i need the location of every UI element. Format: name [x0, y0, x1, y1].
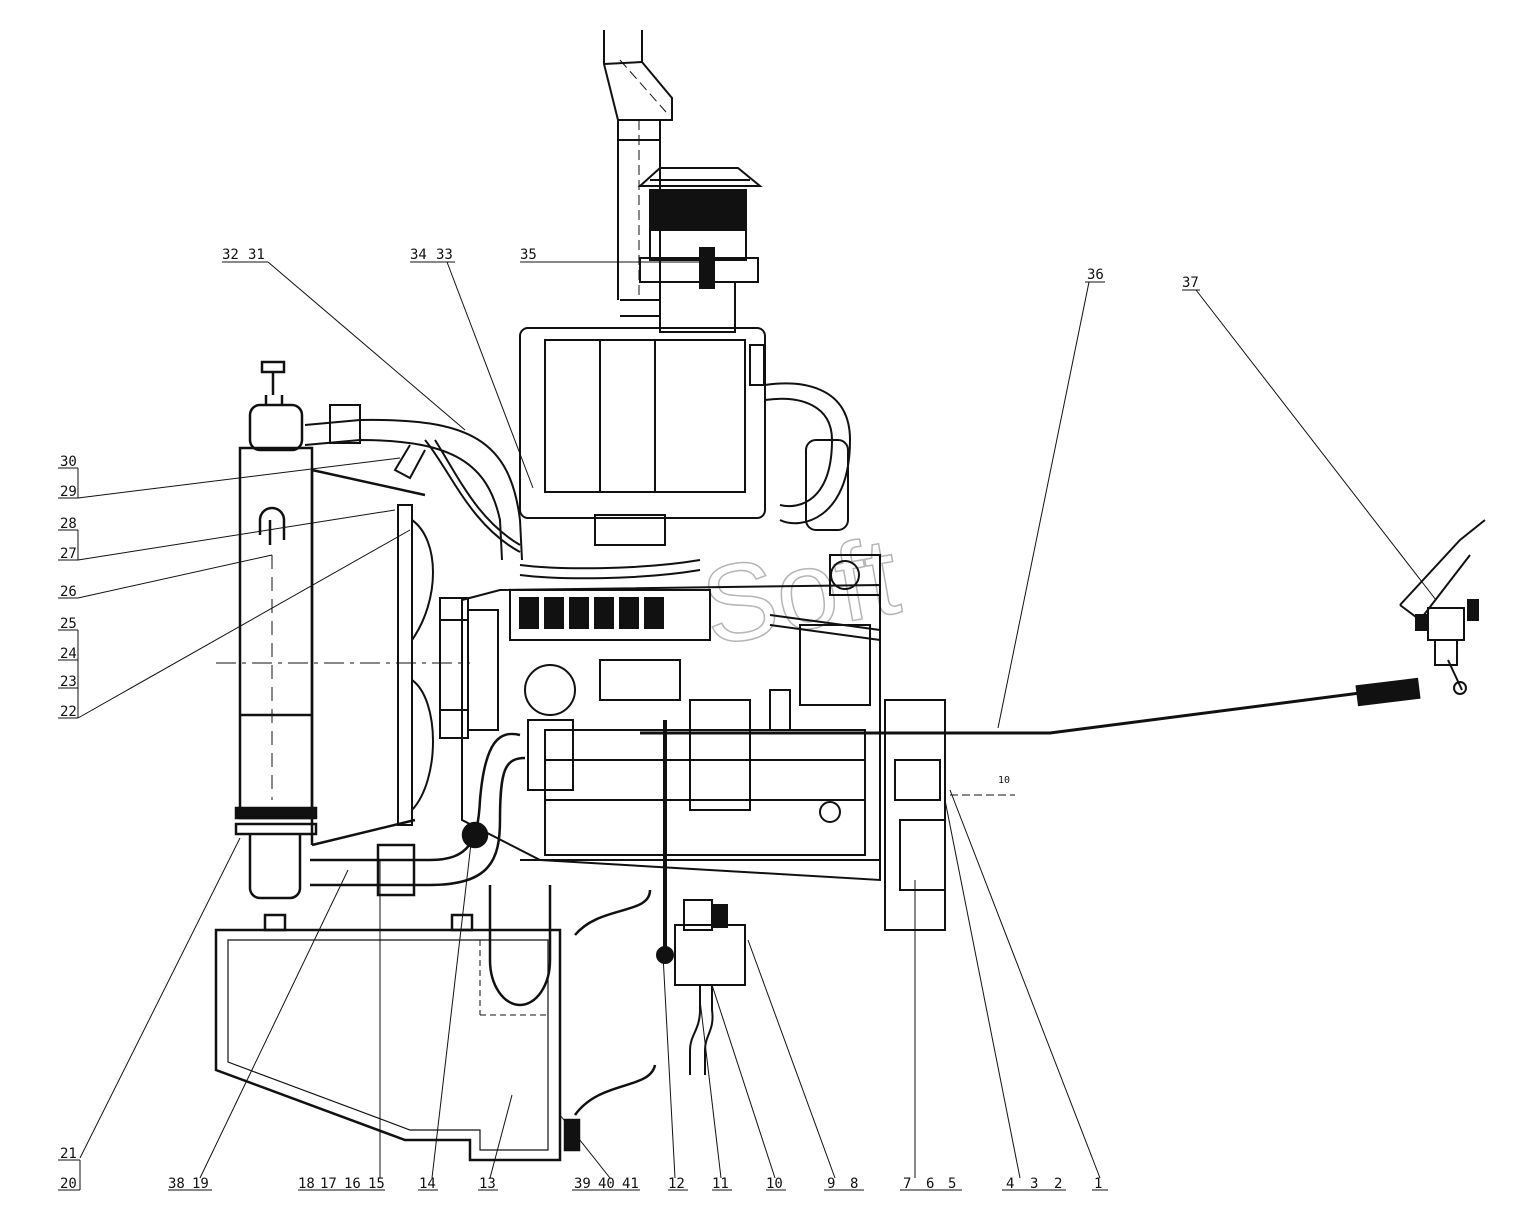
part-label-31: 31: [248, 247, 265, 263]
part-label-33: 33: [436, 247, 453, 263]
control-rod: [640, 677, 1421, 735]
part-label-24: 24: [60, 646, 77, 662]
exhaust-pipe: [603, 30, 673, 300]
part-label-21: 21: [60, 1146, 77, 1162]
part-label-39: 39: [574, 1176, 591, 1192]
part-label-16: 16: [344, 1176, 361, 1192]
part-label-41: 41: [622, 1176, 639, 1192]
part-label-10: 10: [766, 1176, 783, 1192]
part-label-26: 26: [60, 584, 77, 600]
part-label-3: 3: [1030, 1176, 1038, 1192]
part-label-29: 29: [60, 484, 77, 500]
intake-housing: [519, 327, 852, 546]
leader-lines: [58, 261, 1437, 1191]
part-label-18: 18: [298, 1176, 315, 1192]
part-label-34: 34: [410, 247, 427, 263]
part-label-12: 12: [668, 1176, 685, 1192]
part-label-8: 8: [850, 1176, 858, 1192]
hydraulic-tank: [214, 885, 657, 1162]
part-label-32: 32: [222, 247, 239, 263]
part-label-30: 30: [60, 454, 77, 470]
part-label-37: 37: [1182, 275, 1199, 291]
part-label-25: 25: [60, 616, 77, 632]
part-label-17: 17: [320, 1176, 337, 1192]
part-label-23: 23: [60, 674, 77, 690]
part-labels: 32 31 34 33 35 36 37 30 29 28 27 26 25 2…: [60, 247, 1199, 1192]
part-label-38: 38: [168, 1176, 185, 1192]
part-label-36: 36: [1087, 267, 1104, 283]
part-label-35: 35: [520, 247, 537, 263]
part-label-11: 11: [712, 1176, 729, 1192]
radiator-hoses: [304, 404, 523, 561]
part-label-4: 4: [1006, 1176, 1014, 1192]
part-label-6: 6: [926, 1176, 934, 1192]
lower-hose: [310, 732, 526, 897]
part-label-27: 27: [60, 546, 77, 562]
part-label-28: 28: [60, 516, 77, 532]
fan-blade: [216, 504, 470, 826]
part-label-2: 2: [1054, 1176, 1062, 1192]
part-label-9: 9: [827, 1176, 835, 1192]
radiator: [234, 360, 426, 900]
part-label-22: 22: [60, 704, 77, 720]
dimension-mark: 10: [998, 775, 1010, 786]
part-label-1: 1: [1094, 1176, 1102, 1192]
part-label-40: 40: [598, 1176, 615, 1192]
steering-valve: [656, 720, 746, 1075]
accelerator-pedal: [1399, 519, 1486, 695]
air-cleaner: [620, 167, 763, 333]
fuel-injection-pump: [509, 559, 881, 791]
part-label-20: 20: [60, 1176, 77, 1192]
part-label-13: 13: [479, 1176, 496, 1192]
part-label-5: 5: [948, 1176, 956, 1192]
part-label-19: 19: [192, 1176, 209, 1192]
crank-pulley: [439, 597, 499, 739]
part-label-7: 7: [903, 1176, 911, 1192]
part-label-14: 14: [419, 1176, 436, 1192]
engine-block: [461, 554, 881, 882]
part-label-15: 15: [368, 1176, 385, 1192]
